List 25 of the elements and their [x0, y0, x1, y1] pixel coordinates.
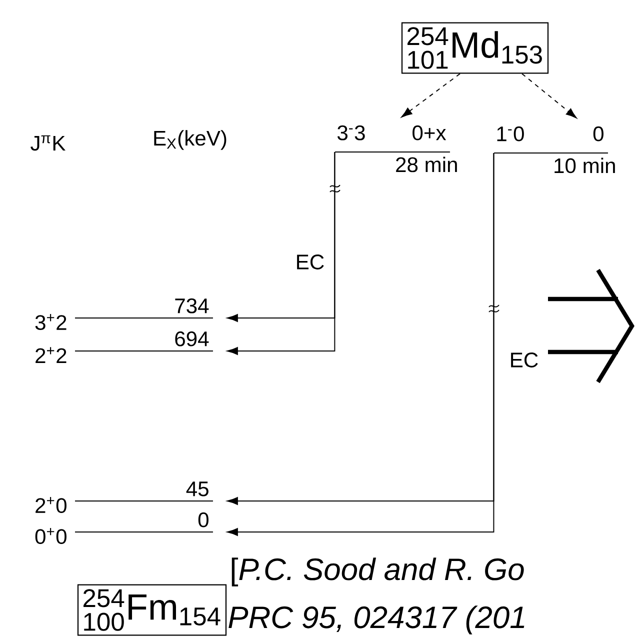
- column-header: J$^{π}$K: [30, 135, 66, 151]
- energy-label: 734: [175, 298, 209, 314]
- spin-label: 3$^{-}$3: [337, 125, 365, 140]
- energy-label: 45: [186, 482, 208, 496]
- citation-text: [P.C. Sood and R. Go: [232, 558, 524, 586]
- spin-label: 2$^{+}$2: [36, 347, 66, 363]
- arrow: [227, 152, 336, 355]
- spin-label: 2$^{+}$0: [36, 496, 66, 514]
- energy-label: 0+x: [412, 125, 446, 140]
- edge-label: EC: [294, 253, 326, 271]
- arrow: [401, 73, 460, 118]
- nucleus-box: ${}^{\text{254}}_{\text{100}}\text{Fm}_{\text{154}}$: [77, 584, 227, 636]
- nucleus-box: ${}^{\text{254}}_{\text{101}}\text{Md}_{\text{153}}$: [401, 22, 549, 74]
- spin-label: 0$^{+}$0: [35, 528, 66, 544]
- half-life-label: 10 min: [554, 158, 615, 174]
- edge-label: EC: [508, 351, 540, 369]
- energy-label: 694: [175, 331, 209, 346]
- spin-label: 3$^{+}$2: [35, 314, 66, 330]
- column-header: E$_{X}$(keV): [154, 130, 226, 150]
- arrow: [522, 73, 577, 118]
- spin-label: 1$^{-}$0: [497, 126, 524, 142]
- energy-label: 0: [198, 512, 208, 528]
- citation-text: PRC 95, 024317 (201: [228, 606, 524, 634]
- half-life-label: 28 min: [396, 156, 457, 172]
- energy-label: 0: [593, 126, 604, 142]
